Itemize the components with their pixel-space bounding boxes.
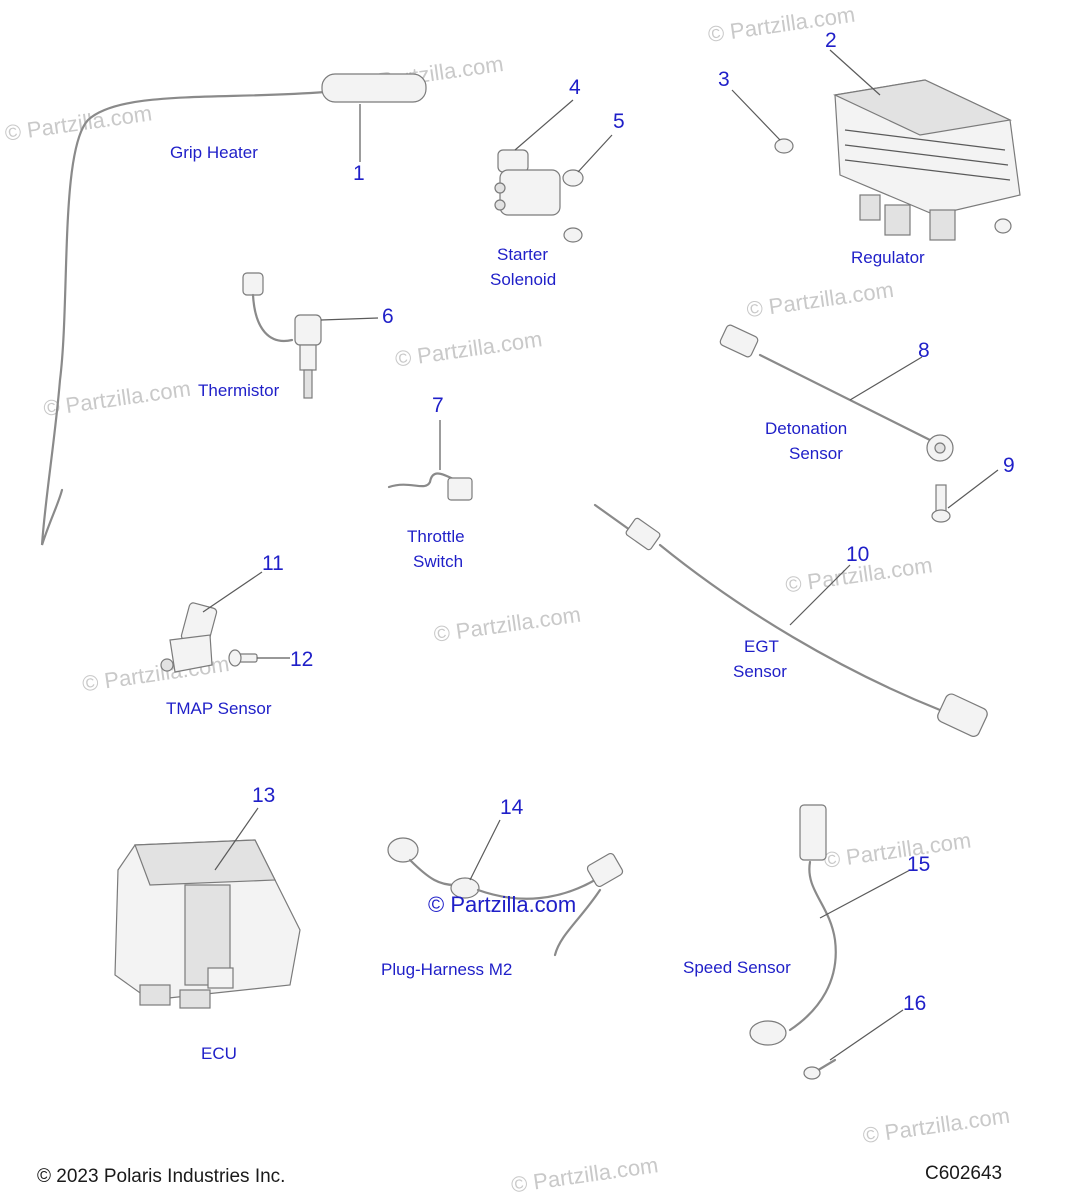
callout-number: 8 <box>918 339 930 362</box>
starter-solenoid-part <box>494 99 613 243</box>
watermark: © Partzilla.com <box>509 1152 659 1197</box>
callout-number: 12 <box>290 648 313 671</box>
bolt-part <box>931 469 999 523</box>
detonation-sensor-part <box>719 324 954 462</box>
plug-harness-m2-part <box>387 819 624 957</box>
part-label: Plug-Harness M2 <box>381 960 512 979</box>
part-label: TMAP Sensor <box>166 699 272 718</box>
egt-sensor-part <box>593 503 988 737</box>
callout-number: 2 <box>825 29 837 52</box>
part-label: Thermistor <box>198 381 280 400</box>
watermark: © Partzilla.com <box>393 326 543 371</box>
part-label: Starter <box>497 245 548 264</box>
callout-number: 10 <box>846 543 869 566</box>
part-label: Sensor <box>733 662 787 681</box>
regulator-part <box>829 49 1021 241</box>
callout-number: 15 <box>907 853 930 876</box>
diagram-code: C602643 <box>925 1163 1002 1184</box>
ecu-part <box>114 807 301 1009</box>
watermark: © Partzilla.com <box>42 376 192 421</box>
part-label: Grip Heater <box>170 143 258 162</box>
part-label: Solenoid <box>490 270 556 289</box>
throttle-switch-part <box>387 420 473 501</box>
bolt-part <box>731 89 1012 234</box>
part-label: EGT <box>744 637 779 656</box>
callout-number: 9 <box>1003 454 1015 477</box>
watermark: © Partzilla.com <box>428 892 576 917</box>
part-label: Detonation <box>765 419 847 438</box>
callout-number: 7 <box>432 394 444 417</box>
speed-sensor-part <box>749 804 911 1046</box>
callout-number: 11 <box>262 552 284 575</box>
part-label: Switch <box>413 552 463 571</box>
part-label: Sensor <box>789 444 843 463</box>
copyright-text: © 2023 Polaris Industries Inc. <box>37 1166 285 1187</box>
watermark: © Partzilla.com <box>861 1103 1011 1148</box>
part-label: Regulator <box>851 248 925 267</box>
callout-number: 14 <box>500 796 524 819</box>
watermark: © Partzilla.com <box>822 828 972 873</box>
part-label: Throttle <box>407 527 465 546</box>
tmap-sensor-part <box>160 571 290 673</box>
callout-number: 16 <box>903 992 926 1015</box>
thermistor-part <box>242 272 379 399</box>
callout-number: 13 <box>252 784 275 807</box>
callout-number: 3 <box>718 68 730 91</box>
bolt-part <box>803 1009 904 1080</box>
callout-number: 6 <box>382 305 394 328</box>
part-label: ECU <box>201 1044 237 1063</box>
part-label: Speed Sensor <box>683 958 791 977</box>
callout-number: 4 <box>569 76 581 99</box>
watermark: © Partzilla.com <box>745 277 895 322</box>
callout-number: 5 <box>613 110 625 133</box>
grip-heater-part <box>40 73 427 546</box>
callout-number: 1 <box>353 162 365 185</box>
watermark: © Partzilla.com <box>432 602 582 647</box>
